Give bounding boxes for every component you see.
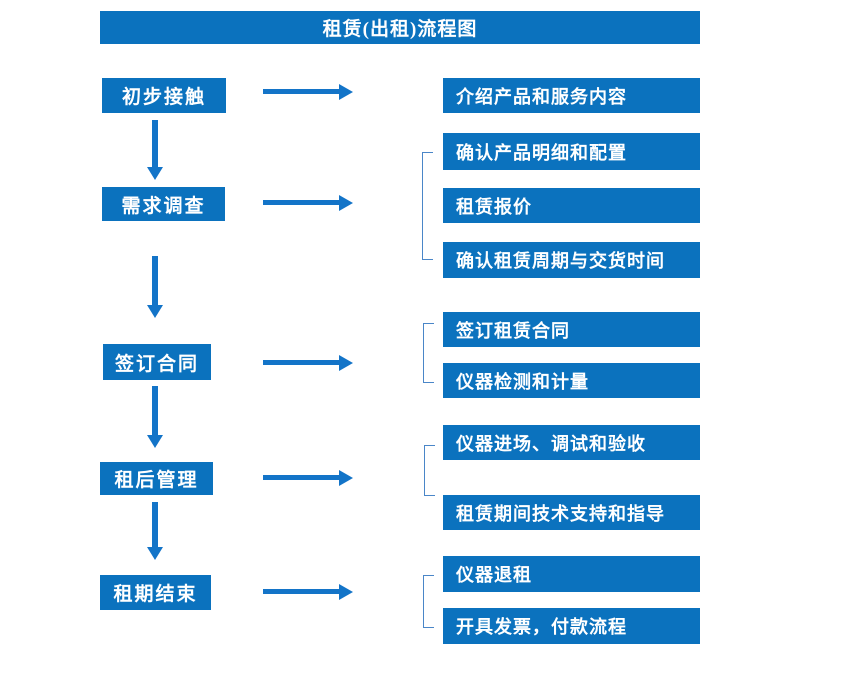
right-arrow-4-icon <box>263 475 339 480</box>
right-arrow-1-icon <box>263 89 339 94</box>
down-arrow-4-icon <box>152 502 158 547</box>
bracket-sign-contract-group <box>423 323 434 383</box>
bracket-demand-survey-group <box>422 152 433 260</box>
down-arrow-3-icon <box>152 386 158 435</box>
detail-box-confirm-product-config: 确认产品明细和配置 <box>443 133 700 170</box>
down-arrow-2-icon <box>152 256 158 305</box>
stage-box-sign-contract: 签订合同 <box>103 344 211 380</box>
detail-box-instrument-testing: 仪器检测和计量 <box>443 363 700 398</box>
right-arrow-5-icon <box>263 589 339 594</box>
stage-box-post-rental-management: 租后管理 <box>100 462 213 495</box>
detail-box-technical-support: 租赁期间技术支持和指导 <box>443 495 700 530</box>
stage-box-rental-end: 租期结束 <box>100 575 211 610</box>
detail-box-confirm-period-delivery: 确认租赁周期与交货时间 <box>443 242 700 278</box>
right-arrow-2-icon <box>263 200 339 205</box>
bracket-rental-end-group <box>423 575 434 628</box>
detail-box-instrument-setup-acceptance: 仪器进场、调试和验收 <box>443 425 700 460</box>
right-arrow-3-icon <box>263 360 339 365</box>
bracket-post-rental-group <box>424 445 435 496</box>
detail-box-rental-quote: 租赁报价 <box>443 188 700 223</box>
detail-box-instrument-return: 仪器退租 <box>443 556 700 592</box>
detail-box-invoice-payment: 开具发票，付款流程 <box>443 608 700 644</box>
stage-box-demand-survey: 需求调查 <box>102 187 225 221</box>
flowchart-title: 租赁(出租)流程图 <box>100 11 700 44</box>
detail-box-sign-rental-contract: 签订租赁合同 <box>443 312 700 347</box>
detail-box-introduce-products: 介绍产品和服务内容 <box>443 78 700 113</box>
down-arrow-1-icon <box>152 120 158 167</box>
stage-box-initial-contact: 初步接触 <box>102 78 226 113</box>
